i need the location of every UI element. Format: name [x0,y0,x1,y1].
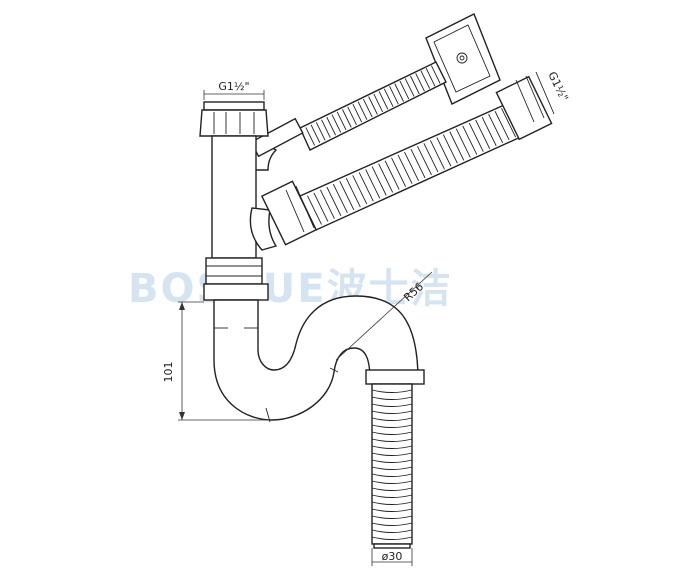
hose-rib [321,119,331,138]
hose-rib [371,501,413,505]
hose-rib [358,172,374,202]
hose-rib [371,536,413,540]
hose-rib [345,178,361,208]
hose-rib [371,452,413,456]
hose-rib [371,396,413,400]
hose-rib [342,109,352,128]
hose-rib [436,137,452,167]
hose-rib [331,114,342,133]
hose-rib [415,73,425,92]
side-thread-label: G1½" [545,70,570,104]
hose-rib [425,67,436,87]
top-thread-dimension [203,90,265,100]
watermark-text: BOSHUE波士洁 [128,266,453,312]
hose-rib [371,445,413,449]
hose-rib [373,93,384,113]
hose-rib [397,154,413,184]
hose-rib [352,104,363,123]
hose-rib [384,160,400,190]
hose-rib [371,438,413,442]
hose-rib [488,113,504,144]
hose-rib [475,119,491,149]
hose-rib [429,140,445,170]
hose-rib [371,431,413,435]
hose-rib [307,195,322,225]
hose-rib [371,515,413,519]
hose-rib [378,163,394,193]
hose-rib [371,494,413,498]
hose-rib [404,151,419,182]
hose-rib [339,180,355,211]
hose-rib [371,480,413,484]
hose-rib [371,466,413,470]
tee-pipe [199,101,269,301]
hose-rib [357,101,368,120]
hose-rib [352,175,368,205]
hose-rib [310,124,321,144]
hose-rib [430,65,441,84]
hose-rib [313,192,329,222]
hose-rib [371,417,413,421]
hose-rib [494,111,510,141]
overflow-hose [250,61,447,171]
hose-rib [365,169,381,199]
hose-rib [404,78,415,97]
hose-rib [371,508,413,512]
hose-rib [501,108,517,138]
hose-rib [371,389,413,393]
height-dimension [178,301,270,421]
s-trap [213,295,425,423]
hose-rib [371,529,413,533]
hose-rib [371,522,413,526]
hose-rib [336,111,347,131]
hose-rib [410,148,426,179]
hose-rib [455,128,471,158]
hose-rib [326,116,336,136]
hose-rib [389,85,399,105]
hose-rib [420,70,431,89]
hose-rib [368,96,378,115]
hose-rib [481,116,497,147]
hose-rib [468,122,484,152]
hose-rib [378,91,389,110]
hose-rib [391,157,407,187]
hose-rib [371,403,413,407]
hose-rib [315,122,326,141]
hose-rib [371,410,413,414]
hose-rib [319,189,335,219]
top-thread-label: G1½" [218,80,249,93]
hose-rib [305,127,316,146]
overflow-box [425,13,501,105]
inlet-hose [249,71,555,251]
radius-dimension [335,271,433,361]
hose-rib [449,131,465,161]
hose-rib [371,473,413,477]
hose-rib [371,166,387,196]
hose-rib [371,487,413,491]
outlet-dimension [371,548,413,566]
hose-rib [326,186,342,216]
hose-rib [394,83,404,102]
hose-rib [417,145,432,176]
hose-rib [383,88,394,107]
hose-rib [332,183,348,214]
outlet-dimension-label: ø30 [382,550,403,563]
hose-rib [371,424,413,428]
hose-rib [442,134,458,164]
hose-rib [462,125,478,155]
hose-rib [371,459,413,463]
height-dimension-label: 101 [162,362,175,383]
outlet-hose [371,383,413,549]
hose-rib [410,75,420,95]
hose-rib [362,98,373,118]
hose-rib [399,80,410,100]
hose-rib [423,143,439,173]
hose-rib [347,106,357,126]
